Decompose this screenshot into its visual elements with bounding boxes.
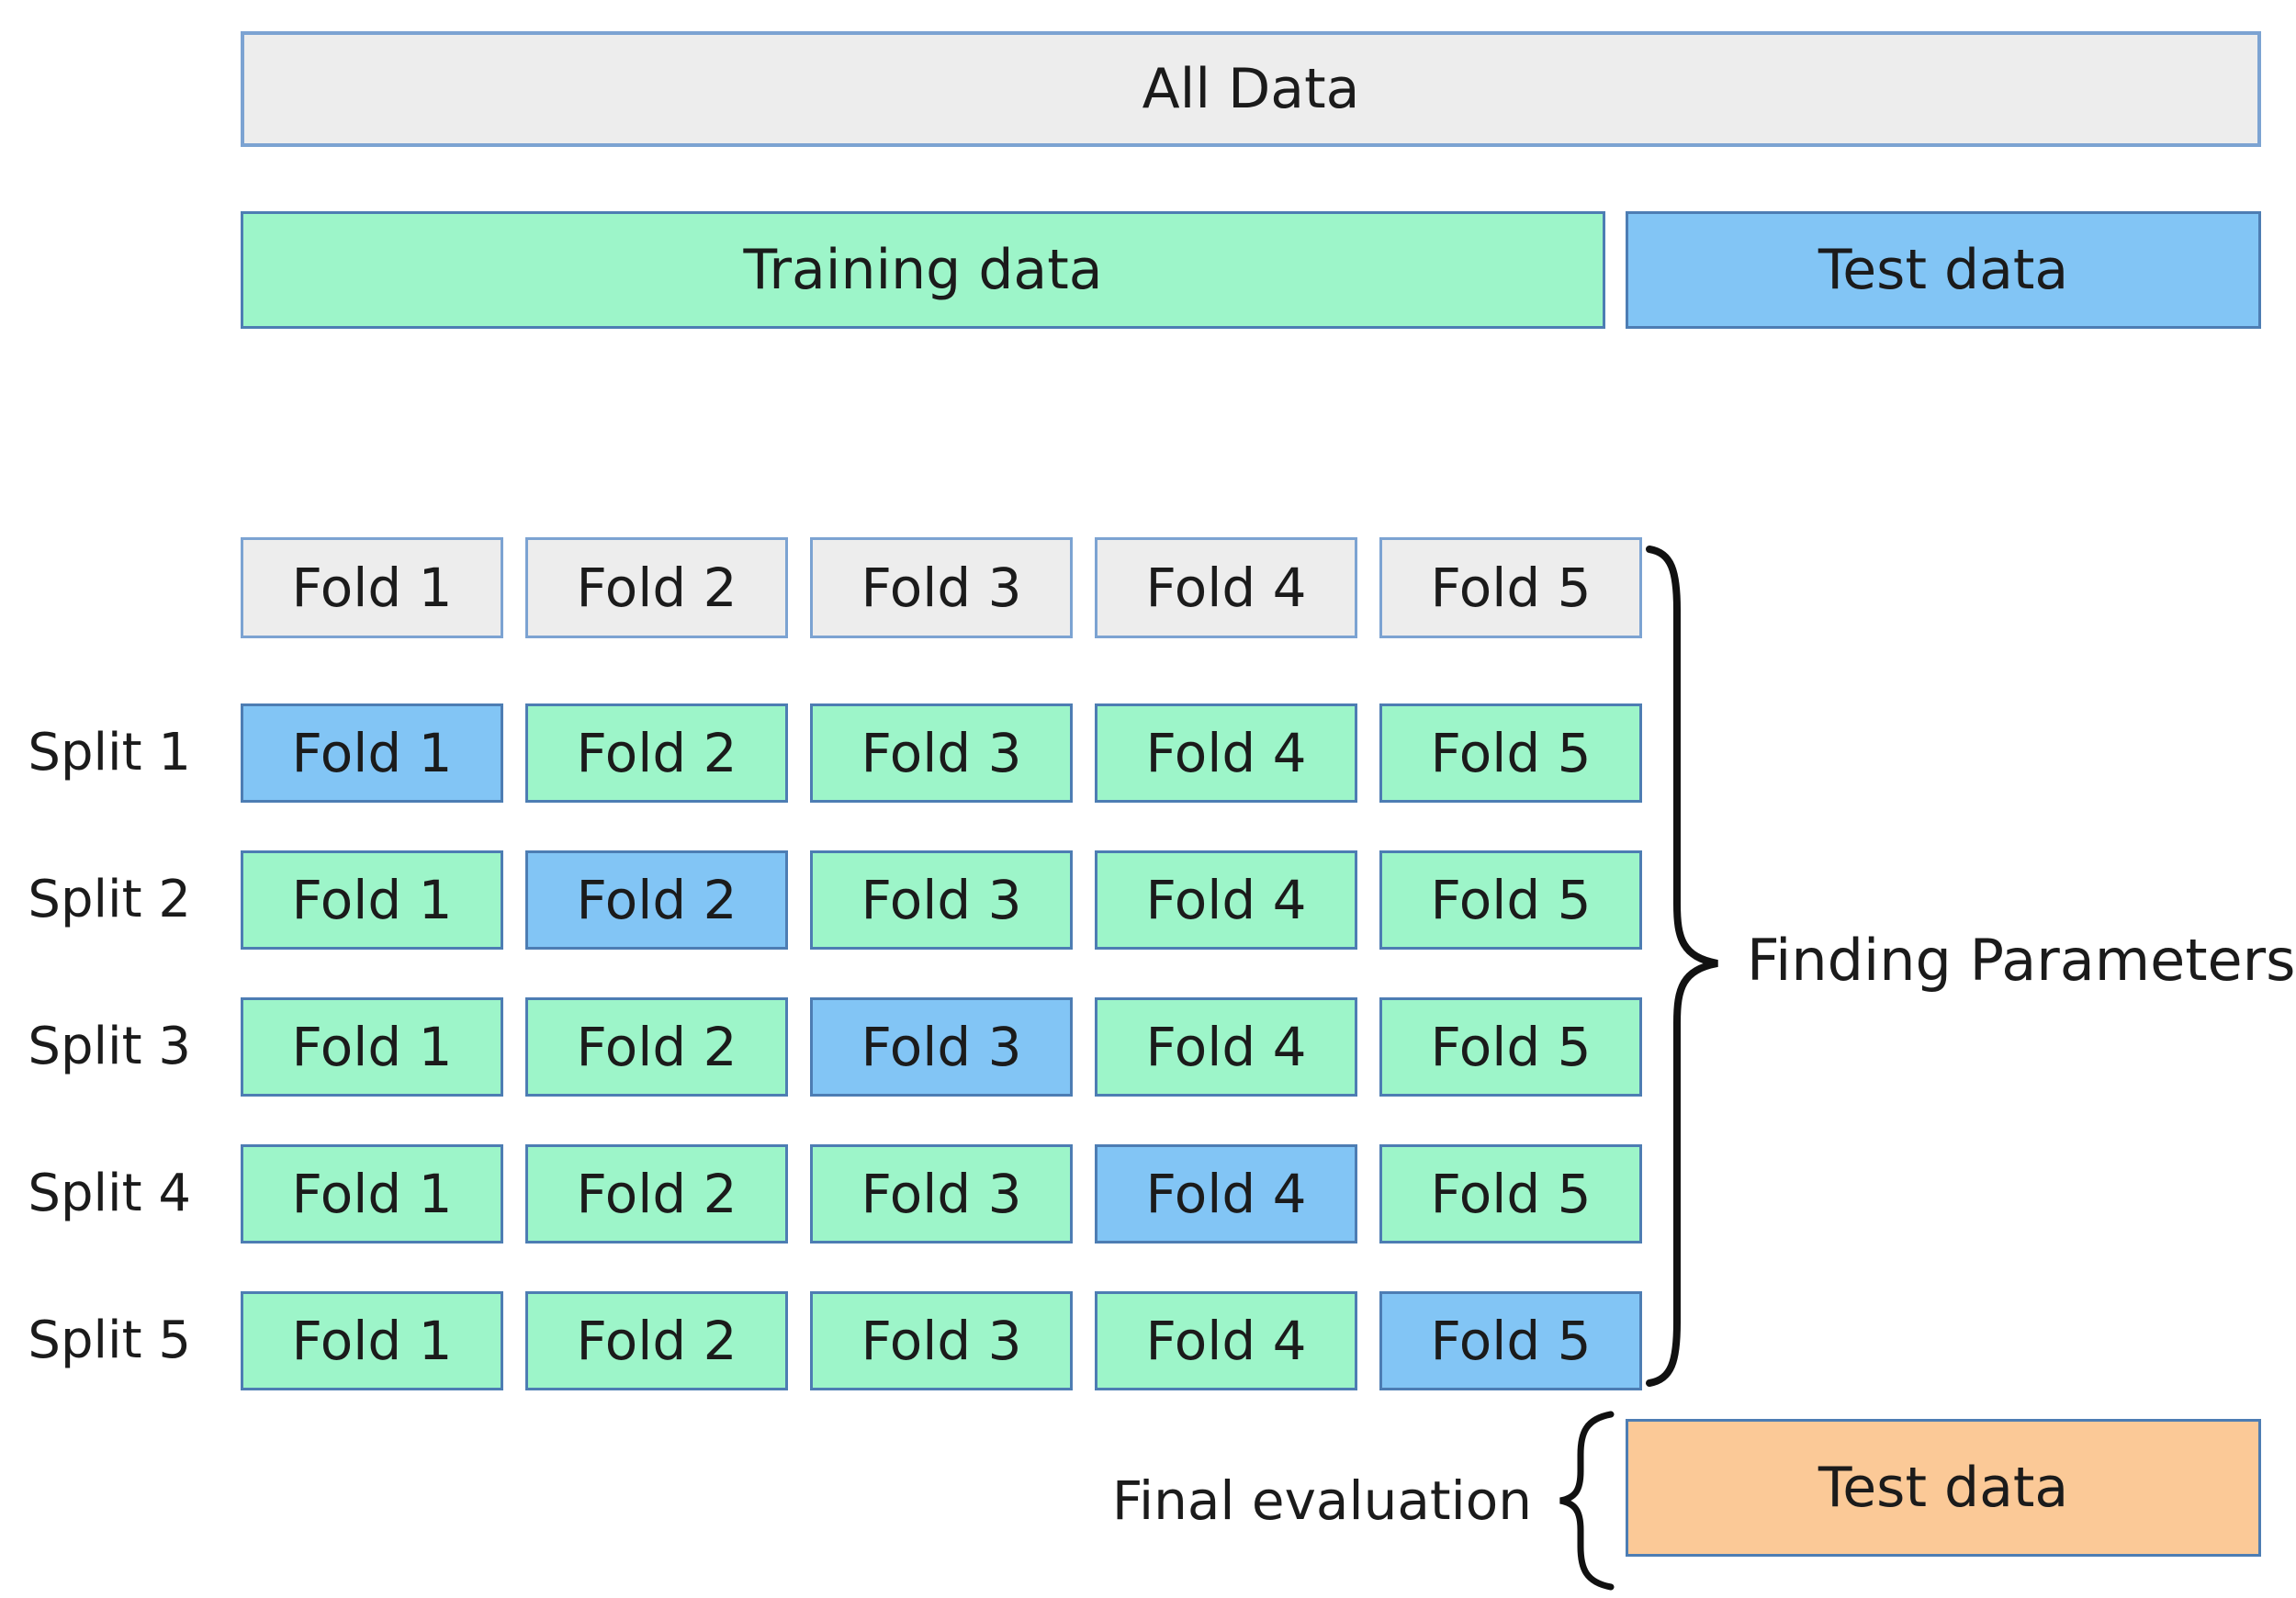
fold-cell-label: Fold 2 [576, 869, 737, 931]
finding-parameters-brace [1646, 546, 1718, 1387]
fold-cell-train: Fold 4 [1095, 997, 1357, 1097]
fold-cell-test: Fold 5 [1379, 1291, 1642, 1390]
training-data-bar: Training data [241, 211, 1605, 329]
fold-cell-train: Fold 2 [525, 1291, 788, 1390]
fold-header-cell: Fold 3 [810, 537, 1073, 638]
fold-cell-train: Fold 2 [525, 703, 788, 803]
fold-header-cell: Fold 2 [525, 537, 788, 638]
test-data-bar: Test data [1626, 211, 2261, 329]
fold-cell-train: Fold 1 [241, 1291, 503, 1390]
fold-cell-train: Fold 3 [810, 703, 1073, 803]
fold-cell-test: Fold 3 [810, 997, 1073, 1097]
fold-header-label: Fold 3 [861, 557, 1022, 619]
fold-cell-train: Fold 1 [241, 997, 503, 1097]
fold-cell-train: Fold 1 [241, 1144, 503, 1244]
fold-header-cell: Fold 4 [1095, 537, 1357, 638]
fold-header-cell: Fold 5 [1379, 537, 1642, 638]
fold-cell-label: Fold 3 [861, 1163, 1022, 1225]
fold-cell-train: Fold 4 [1095, 850, 1357, 950]
fold-header-row: Fold 1 Fold 2 Fold 3 Fold 4 Fold 5 [241, 537, 1642, 638]
fold-cell-train: Fold 5 [1379, 703, 1642, 803]
split-row-2: Fold 1 Fold 2 Fold 3 Fold 4 Fold 5 [241, 850, 1642, 950]
fold-cell-label: Fold 2 [576, 722, 737, 784]
split-row-1: Fold 1 Fold 2 Fold 3 Fold 4 Fold 5 [241, 703, 1642, 803]
fold-cell-label: Fold 4 [1145, 1310, 1307, 1372]
fold-cell-label: Fold 4 [1145, 722, 1307, 784]
fold-cell-train: Fold 2 [525, 997, 788, 1097]
split-row-5: Fold 1 Fold 2 Fold 3 Fold 4 Fold 5 [241, 1291, 1642, 1390]
final-test-data-bar: Test data [1626, 1419, 2261, 1557]
fold-cell-train: Fold 3 [810, 1144, 1073, 1244]
fold-cell-train: Fold 4 [1095, 703, 1357, 803]
final-test-data-label: Test data [1818, 1456, 2069, 1520]
fold-cell-label: Fold 5 [1430, 1310, 1592, 1372]
fold-cell-train: Fold 3 [810, 1291, 1073, 1390]
fold-header-label: Fold 1 [291, 557, 453, 619]
split-row-4: Fold 1 Fold 2 Fold 3 Fold 4 Fold 5 [241, 1144, 1642, 1244]
split-label-1: Split 1 [28, 723, 191, 782]
fold-cell-label: Fold 4 [1145, 1016, 1307, 1078]
fold-cell-label: Fold 3 [861, 869, 1022, 931]
fold-cell-label: Fold 5 [1430, 1163, 1592, 1225]
split-label-3: Split 3 [28, 1017, 191, 1076]
fold-cell-label: Fold 2 [576, 1016, 737, 1078]
training-data-label: Training data [743, 238, 1103, 302]
split-label-4: Split 4 [28, 1164, 191, 1223]
fold-cell-train: Fold 3 [810, 850, 1073, 950]
fold-cell-train: Fold 5 [1379, 1144, 1642, 1244]
fold-cell-train: Fold 5 [1379, 850, 1642, 950]
fold-cell-test: Fold 2 [525, 850, 788, 950]
fold-cell-label: Fold 1 [291, 1163, 453, 1225]
fold-cell-test: Fold 4 [1095, 1144, 1357, 1244]
fold-cell-label: Fold 5 [1430, 722, 1592, 784]
fold-cell-label: Fold 1 [291, 869, 453, 931]
fold-cell-train: Fold 5 [1379, 997, 1642, 1097]
all-data-label: All Data [1142, 57, 1360, 121]
fold-cell-label: Fold 1 [291, 722, 453, 784]
fold-header-cell: Fold 1 [241, 537, 503, 638]
final-evaluation-brace [1559, 1411, 1615, 1591]
fold-header-label: Fold 5 [1430, 557, 1592, 619]
fold-cell-train: Fold 4 [1095, 1291, 1357, 1390]
split-row-3: Fold 1 Fold 2 Fold 3 Fold 4 Fold 5 [241, 997, 1642, 1097]
fold-cell-test: Fold 1 [241, 703, 503, 803]
fold-cell-label: Fold 5 [1430, 869, 1592, 931]
fold-cell-label: Fold 3 [861, 1310, 1022, 1372]
final-evaluation-label: Final evaluation [1111, 1469, 1532, 1532]
fold-cell-label: Fold 3 [861, 722, 1022, 784]
fold-cell-label: Fold 1 [291, 1310, 453, 1372]
all-data-bar: All Data [241, 31, 2261, 147]
fold-cell-label: Fold 4 [1145, 1163, 1307, 1225]
finding-parameters-label: Finding Parameters [1747, 927, 2296, 994]
split-label-2: Split 2 [28, 870, 191, 929]
fold-cell-label: Fold 4 [1145, 869, 1307, 931]
fold-cell-label: Fold 1 [291, 1016, 453, 1078]
split-label-5: Split 5 [28, 1311, 191, 1370]
fold-header-label: Fold 4 [1145, 557, 1307, 619]
fold-cell-label: Fold 2 [576, 1163, 737, 1225]
fold-cell-label: Fold 5 [1430, 1016, 1592, 1078]
fold-cell-label: Fold 2 [576, 1310, 737, 1372]
fold-cell-train: Fold 1 [241, 850, 503, 950]
fold-header-label: Fold 2 [576, 557, 737, 619]
fold-cell-label: Fold 3 [861, 1016, 1022, 1078]
test-data-label: Test data [1818, 238, 2069, 302]
fold-cell-train: Fold 2 [525, 1144, 788, 1244]
